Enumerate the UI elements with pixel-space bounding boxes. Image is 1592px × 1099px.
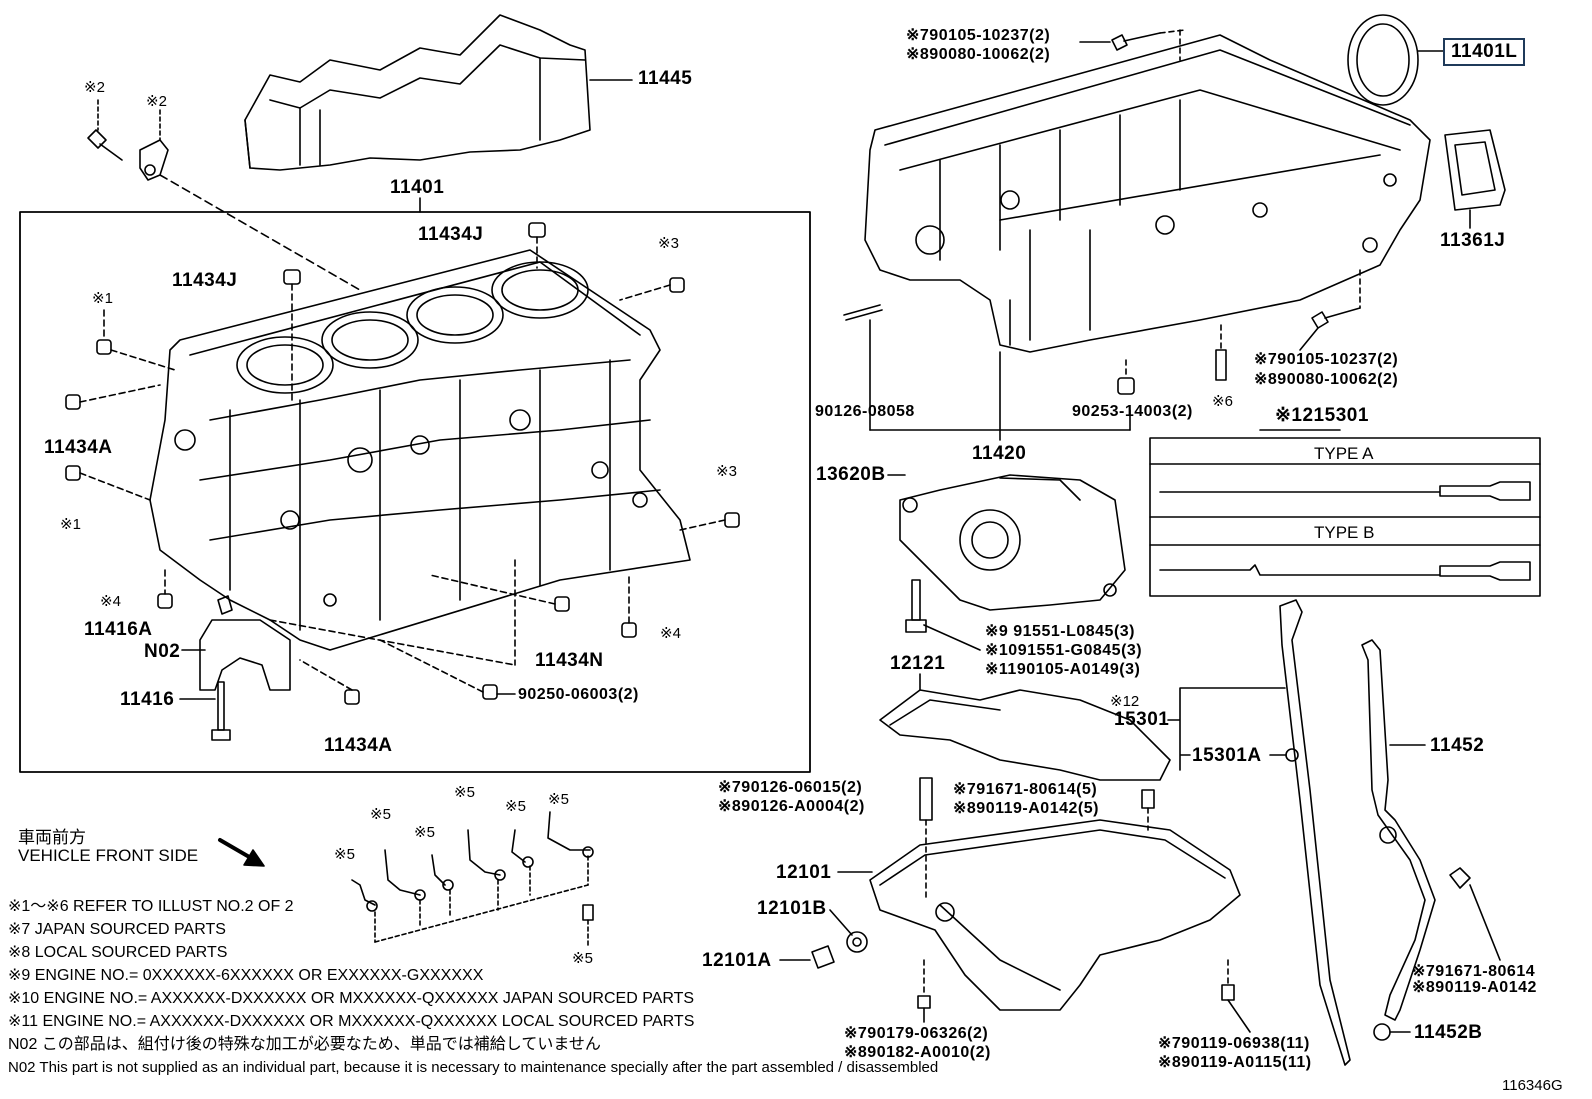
label-12101A[interactable]: 12101A xyxy=(702,950,772,971)
label-bolt-right-1[interactable]: ※790105-10237(2) xyxy=(1254,351,1399,368)
label-baffle-bolt-2[interactable]: ※890119-A0142(5) xyxy=(953,800,1099,817)
legend-notes: ※1～※6 REFER TO ILLUST NO.2 OF 2 ※7 JAPAN… xyxy=(8,895,938,1079)
oil-pump xyxy=(899,474,1126,611)
label-11401[interactable]: 11401 xyxy=(390,177,445,198)
label-11434N[interactable]: 11434N xyxy=(535,650,604,671)
note-1-top: ※1 xyxy=(92,290,113,307)
label-bolt-top-2[interactable]: ※890080-10062(2) xyxy=(906,46,1051,63)
label-11420[interactable]: 11420 xyxy=(972,443,1027,464)
note-5-e: ※5 xyxy=(505,798,526,815)
label-pan-bolt-2[interactable]: ※890119-A0115(11) xyxy=(1158,1054,1312,1071)
note-5-d: ※5 xyxy=(454,784,475,801)
figure-id: 116346G xyxy=(1502,1077,1563,1094)
label-11434A-left[interactable]: 11434A xyxy=(44,437,113,458)
note-5-a: ※5 xyxy=(334,846,355,863)
note-3-right: ※3 xyxy=(716,463,737,480)
label-12121[interactable]: 12121 xyxy=(890,653,946,674)
note-5-f: ※5 xyxy=(548,791,569,808)
note-4-left: ※4 xyxy=(100,593,121,610)
bolt-bracket-2 xyxy=(87,129,169,181)
label-11416A[interactable]: 11416A xyxy=(84,619,153,640)
label-stud-1[interactable]: ※790126-06015(2) xyxy=(718,779,863,796)
legend-line: ※11 ENGINE NO.= AXXXXXX-DXXXXXX OR MXXXX… xyxy=(8,1013,695,1030)
oil-dipstick xyxy=(1279,599,1351,1066)
label-11434J-left[interactable]: 11434J xyxy=(172,270,238,291)
label-13620B[interactable]: 13620B xyxy=(816,464,886,485)
label-oil-pump-bolt-2[interactable]: ※1091551-G0845(3) xyxy=(985,642,1143,659)
label-90126-08058[interactable]: 90126-08058 xyxy=(815,403,915,420)
note-5-b: ※5 xyxy=(370,806,391,823)
label-11361J[interactable]: 11361J xyxy=(1440,230,1506,251)
label-bolt-top-1[interactable]: ※790105-10237(2) xyxy=(906,27,1051,44)
label-11452[interactable]: 11452 xyxy=(1430,735,1485,756)
block-group-frame xyxy=(19,211,811,773)
label-11416[interactable]: 11416 xyxy=(120,689,175,710)
note-5-c: ※5 xyxy=(414,824,435,841)
note-4-right: ※4 xyxy=(660,625,681,642)
cover-plate xyxy=(1444,129,1506,211)
label-15301[interactable]: 15301 xyxy=(1114,709,1170,730)
label-oil-pump-bolt-3[interactable]: ※1190105-A0149(3) xyxy=(985,661,1141,678)
label-15301A[interactable]: 15301A xyxy=(1192,745,1262,766)
label-90253-14003[interactable]: 90253-14003(2) xyxy=(1072,403,1193,420)
legend-line: N02 この部品は、組付け後の特殊な加工が必要なため、単品では補給していません xyxy=(8,1036,601,1053)
note-5-g: ※5 xyxy=(572,950,593,967)
label-12101[interactable]: 12101 xyxy=(776,862,832,883)
water-jacket-spacer xyxy=(244,14,591,171)
label-drain-1[interactable]: ※790179-06326(2) xyxy=(844,1025,989,1042)
label-11434J-top[interactable]: 11434J xyxy=(418,224,484,245)
label-pan-bolt-1[interactable]: ※790119-06938(11) xyxy=(1158,1035,1310,1052)
note-2-right: ※2 xyxy=(146,93,167,110)
type-b-label: TYPE B xyxy=(1314,523,1375,542)
label-guide-bolt-2[interactable]: ※890119-A0142 xyxy=(1412,979,1537,996)
label-11445[interactable]: 11445 xyxy=(638,68,693,89)
note-6: ※6 xyxy=(1212,393,1233,410)
label-90250-06003[interactable]: 90250-06003(2) xyxy=(518,686,639,703)
oil-pan-lower xyxy=(869,819,1241,1011)
label-15301-top[interactable]: ※1215301 xyxy=(1275,405,1369,426)
type-a-label: TYPE A xyxy=(1314,444,1374,463)
oil-jet-nozzles xyxy=(351,811,594,912)
note-1-bottom: ※1 xyxy=(60,516,81,533)
label-11452B[interactable]: 11452B xyxy=(1414,1022,1483,1043)
vehicle-front-jp: 車両前方 xyxy=(18,828,86,847)
label-oil-pump-bolt-1[interactable]: ※9 91551-L0845(3) xyxy=(985,623,1135,640)
legend-line: ※1～※6 REFER TO ILLUST NO.2 OF 2 xyxy=(8,898,294,915)
bearing-cap xyxy=(199,595,291,741)
label-11434A-bottom[interactable]: 11434A xyxy=(324,735,393,756)
label-11401L[interactable]: 11401L xyxy=(1443,38,1526,66)
note-12: ※12 xyxy=(1110,693,1140,710)
label-stud-2[interactable]: ※890126-A0004(2) xyxy=(718,798,865,815)
note-3-top: ※3 xyxy=(658,235,679,252)
oil-baffle xyxy=(879,689,1171,781)
vehicle-front-en: VEHICLE FRONT SIDE xyxy=(18,846,199,865)
legend-line: ※8 LOCAL SOURCED PARTS xyxy=(8,944,228,961)
oil-seal xyxy=(1347,14,1419,106)
legend-line: ※10 ENGINE NO.= AXXXXXX-DXXXXXX OR MXXXX… xyxy=(8,990,695,1007)
label-12101B[interactable]: 12101B xyxy=(757,898,827,919)
label-drain-2[interactable]: ※890182-A0010(2) xyxy=(844,1044,991,1061)
cylinder-block xyxy=(149,249,691,651)
label-guide-bolt-1[interactable]: ※791671-80614 xyxy=(1412,963,1536,980)
label-baffle-bolt-1[interactable]: ※791671-80614(5) xyxy=(953,781,1098,798)
legend-line: N02 This part is not supplied as an indi… xyxy=(8,1059,939,1076)
note-2-left: ※2 xyxy=(84,79,105,96)
legend-line: ※9 ENGINE NO.= 0XXXXXX-6XXXXXX OR EXXXXX… xyxy=(8,967,484,984)
dipstick-type-box xyxy=(1149,437,1541,597)
oil-pan-upper xyxy=(864,34,1431,353)
label-N02[interactable]: N02 xyxy=(144,641,181,662)
legend-line: ※7 JAPAN SOURCED PARTS xyxy=(8,921,226,938)
dipstick-guide xyxy=(1361,639,1436,1021)
label-bolt-right-2[interactable]: ※890080-10062(2) xyxy=(1254,371,1399,388)
